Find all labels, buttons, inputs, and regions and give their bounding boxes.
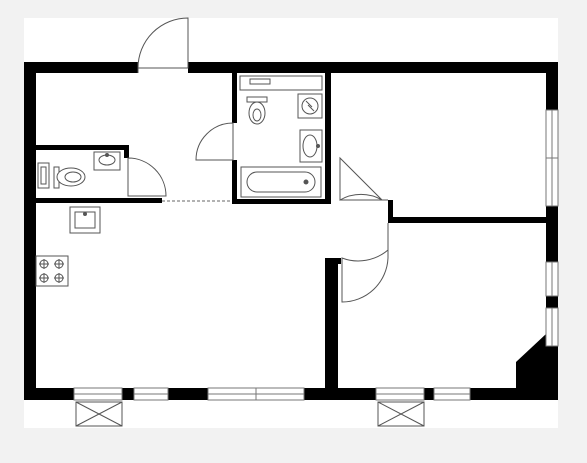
corner-block bbox=[516, 334, 546, 388]
stove-burner bbox=[54, 259, 64, 269]
bathtub-icon bbox=[240, 166, 322, 198]
wall-room-divider-top bbox=[325, 73, 331, 204]
balcony-left bbox=[75, 401, 123, 427]
window-kitchen-3 bbox=[207, 387, 305, 401]
window-right-2 bbox=[545, 261, 559, 297]
balcony-icon bbox=[75, 401, 123, 427]
right-windows bbox=[545, 109, 559, 347]
sink-icon bbox=[299, 129, 323, 163]
wall-top-left bbox=[24, 62, 138, 73]
stove-icon bbox=[35, 255, 69, 287]
wall-wc-top bbox=[36, 145, 128, 150]
wall-rooms-horizontal bbox=[388, 217, 546, 223]
wall-wc-right bbox=[124, 145, 129, 158]
wall-top-right bbox=[188, 62, 558, 73]
kitchen-fixtures bbox=[35, 206, 101, 287]
washing-machine-icon bbox=[297, 93, 323, 119]
door-room-lower[interactable] bbox=[341, 223, 389, 303]
wall-wc-bottom bbox=[36, 198, 162, 203]
doors bbox=[127, 17, 389, 303]
wc-fixtures bbox=[37, 151, 121, 189]
door-swing-icon bbox=[127, 157, 167, 197]
wall-bath-bottom bbox=[232, 199, 328, 204]
stove-burner bbox=[54, 273, 64, 283]
wall-rooms-vertical bbox=[388, 200, 393, 223]
door-room-upper[interactable] bbox=[339, 156, 388, 201]
door-bathroom[interactable] bbox=[195, 122, 234, 161]
window-room-1 bbox=[375, 387, 425, 401]
wall-kitchen-divider bbox=[325, 258, 338, 388]
stove-burner bbox=[39, 273, 49, 283]
wall-kitchen-divider-cap bbox=[325, 258, 341, 264]
toilet-icon bbox=[53, 166, 86, 189]
wall-wc-stub bbox=[157, 198, 162, 203]
toilet-icon bbox=[246, 96, 268, 125]
wall-bath-left bbox=[232, 73, 237, 123]
window-right-1 bbox=[545, 109, 559, 207]
window-room-2 bbox=[433, 387, 471, 401]
door-swing-icon bbox=[341, 223, 389, 303]
window-right-3 bbox=[545, 307, 559, 347]
door-swing-icon bbox=[195, 122, 234, 161]
radiator-icon bbox=[37, 162, 50, 189]
window-kitchen-2 bbox=[133, 387, 169, 401]
window-kitchen-1 bbox=[73, 387, 123, 401]
radiator-icon bbox=[249, 78, 271, 85]
stove-burner bbox=[39, 259, 49, 269]
door-wc[interactable] bbox=[127, 157, 167, 197]
door-entrance[interactable] bbox=[137, 17, 189, 73]
interior-walls bbox=[36, 73, 546, 388]
kitchen-sink-icon bbox=[69, 206, 101, 234]
bottom-windows bbox=[73, 387, 471, 401]
wall-bath-left-lower bbox=[232, 160, 237, 203]
sink-icon bbox=[93, 151, 121, 171]
bathroom-fixtures bbox=[239, 75, 323, 198]
wall-left bbox=[24, 62, 36, 400]
balcony-icon bbox=[377, 401, 425, 427]
balcony-right bbox=[377, 401, 425, 427]
